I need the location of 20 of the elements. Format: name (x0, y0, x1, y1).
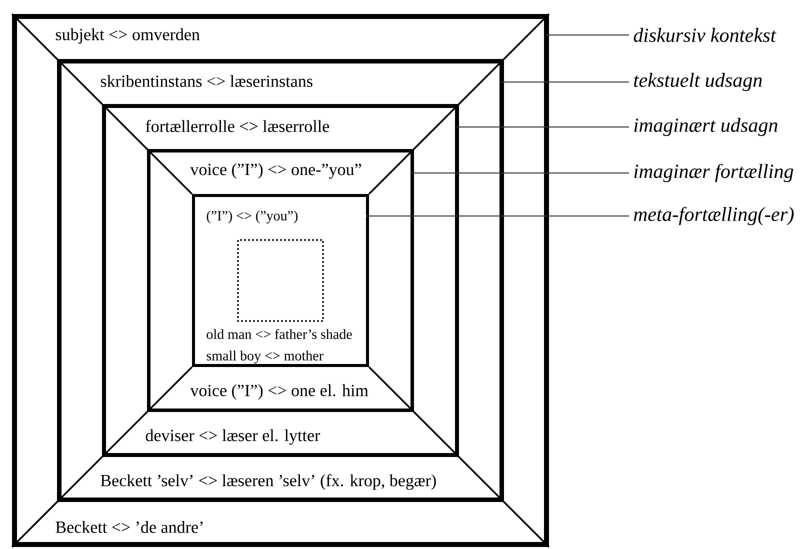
level-label: diskursiv kontekst (634, 28, 776, 42)
leader-line (410, 172, 630, 174)
level-label: imaginært udsagn (634, 118, 778, 136)
leader-line (456, 126, 630, 128)
band-label: Beckett <> ’de andre’ (56, 521, 203, 533)
dotted-square (237, 239, 324, 322)
band-label: (”I”) <> (”you”) (206, 210, 298, 224)
band-label: voice (”I”) <> one el. him (190, 384, 368, 400)
band-label: Beckett ’selv’ <> læseren ’selv’ (fx. krop, begær) (100, 474, 436, 490)
band-label: deviser <> læser el. lytter (146, 429, 320, 445)
band-label: skribentinstans <> læserinstans (100, 75, 312, 87)
band-label: old man <> father’s shade (206, 328, 352, 339)
band-label: subjekt <> omverden (56, 28, 200, 44)
level-label: tekstuelt udsagn (634, 72, 762, 92)
leader-line (546, 34, 630, 36)
band-label: voice (”I”) <> one-”you” (190, 163, 362, 179)
band-label: fortællerrolle <> læserrolle (146, 120, 330, 132)
level-label: meta-fortælling(-er) (634, 206, 794, 226)
level-label: imaginær fortælling (634, 164, 794, 182)
band-label: small boy <> mother (206, 350, 324, 364)
